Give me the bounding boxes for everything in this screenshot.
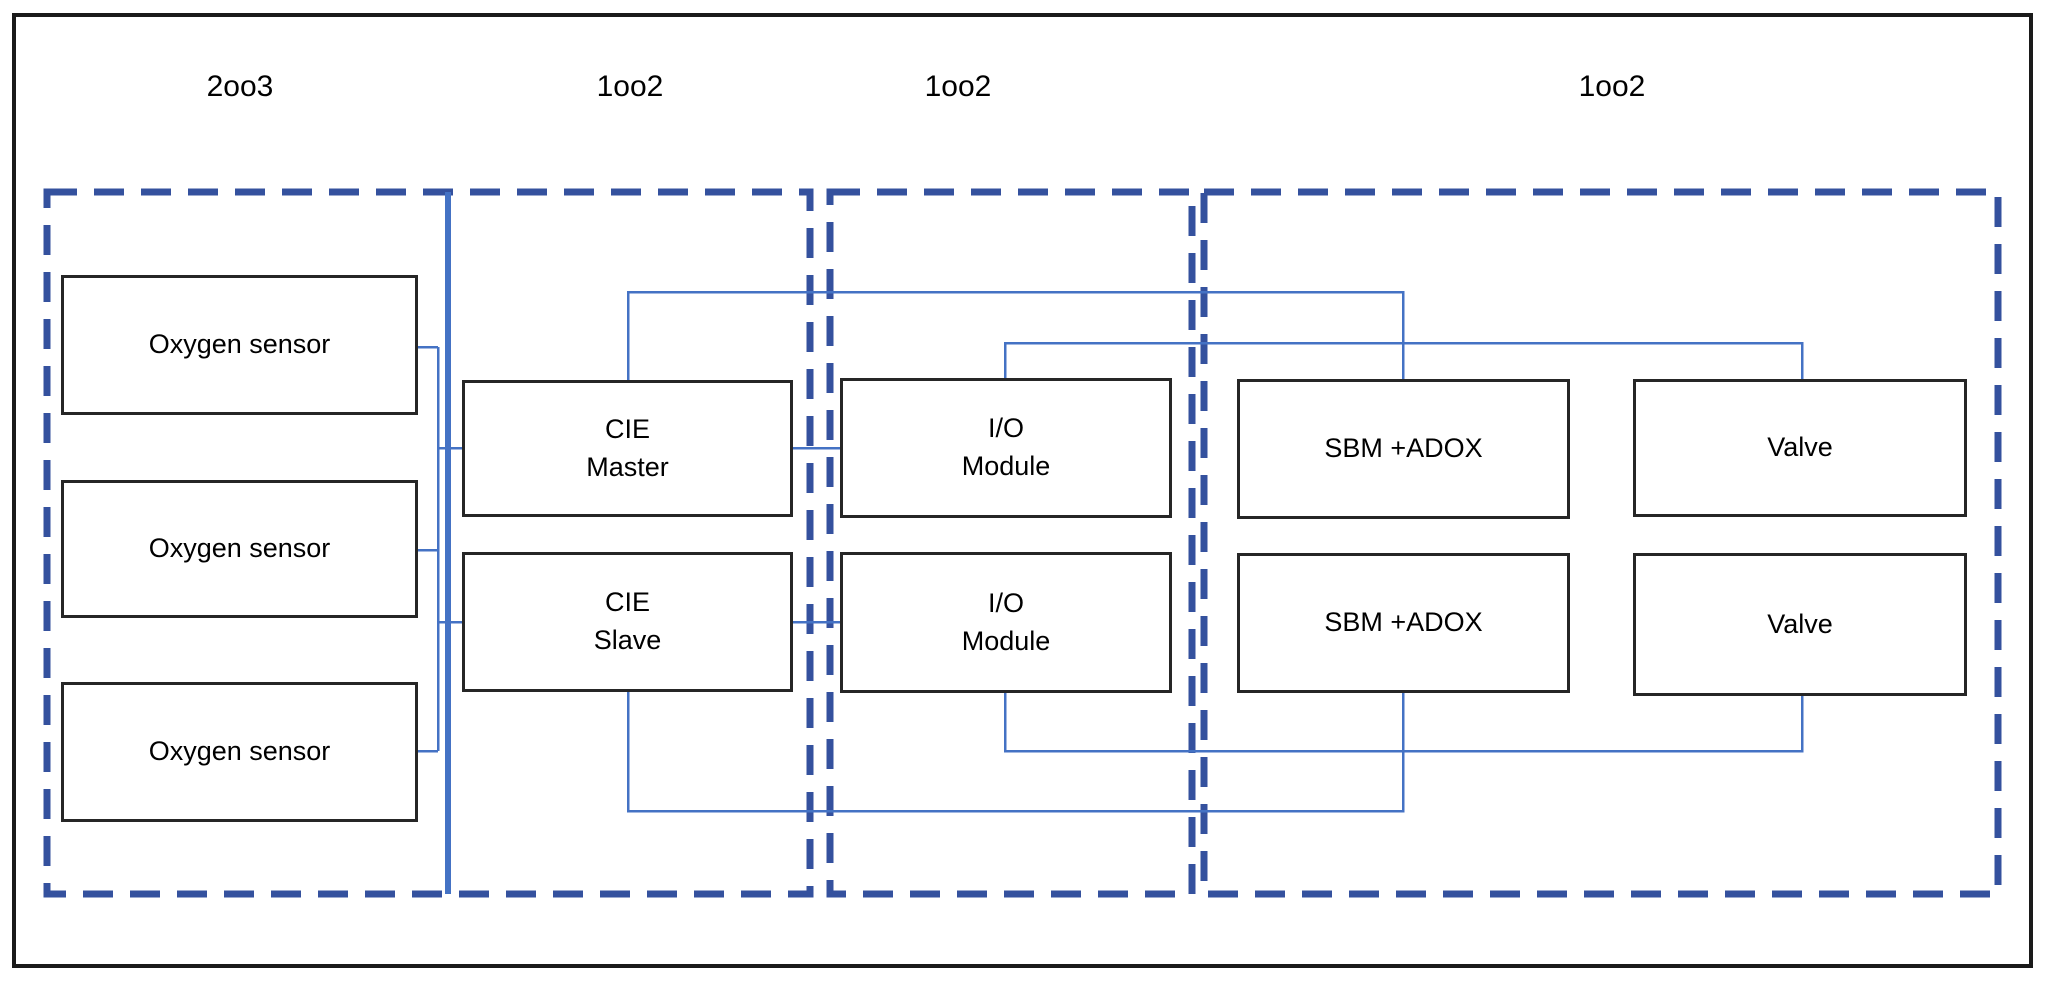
node-valve-2: Valve — [1633, 553, 1967, 696]
group-region-sensors-cie — [43, 188, 814, 898]
node-cie-slave: CIE Slave — [462, 552, 793, 692]
group-label-1oo2-final: 1oo2 — [1578, 70, 1646, 103]
group-label-1oo2-cie: 1oo2 — [596, 70, 664, 103]
connector-io1-to-valve1 — [1003, 341, 1804, 379]
group-label-2oo3: 2oo3 — [206, 70, 274, 103]
node-oxygen-sensor-2: Oxygen sensor — [61, 480, 418, 618]
node-cie-master: CIE Master — [462, 380, 793, 517]
connector-cie-master-to-sbm1 — [626, 290, 1405, 380]
diagram-outer-border — [12, 13, 2033, 968]
node-oxygen-sensor-3: Oxygen sensor — [61, 682, 418, 822]
node-sbm-adox-1: SBM +ADOX — [1237, 379, 1570, 519]
node-valve-1: Valve — [1633, 379, 1967, 517]
group-region-io — [826, 188, 1196, 898]
group-label-1oo2-io: 1oo2 — [924, 70, 992, 103]
group-region-final-elements — [1200, 188, 2002, 898]
connector-cie-slave-to-sbm2 — [626, 692, 1405, 813]
node-sbm-adox-2: SBM +ADOX — [1237, 553, 1570, 693]
node-oxygen-sensor-1: Oxygen sensor — [61, 275, 418, 415]
node-io-module-2: I/O Module — [840, 552, 1172, 693]
node-io-module-1: I/O Module — [840, 378, 1172, 518]
